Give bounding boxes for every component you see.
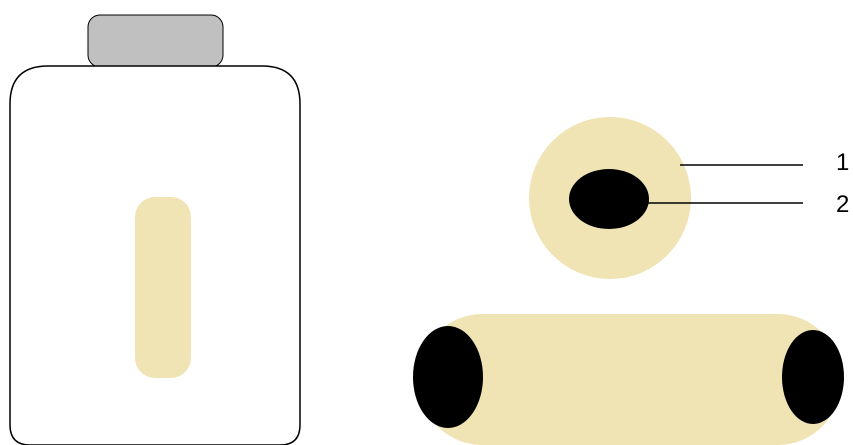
sample-strip	[135, 197, 191, 378]
core-cross-section	[569, 169, 649, 229]
cable-cross-section	[529, 117, 691, 279]
cable-left-end	[413, 326, 483, 428]
insulation-side-view	[420, 314, 840, 445]
jar-cap	[88, 15, 223, 67]
label-1: 1	[836, 149, 849, 176]
jar	[10, 15, 300, 445]
cable-right-end	[782, 330, 844, 424]
cable-side-view	[413, 314, 844, 445]
label-2: 2	[836, 191, 849, 218]
